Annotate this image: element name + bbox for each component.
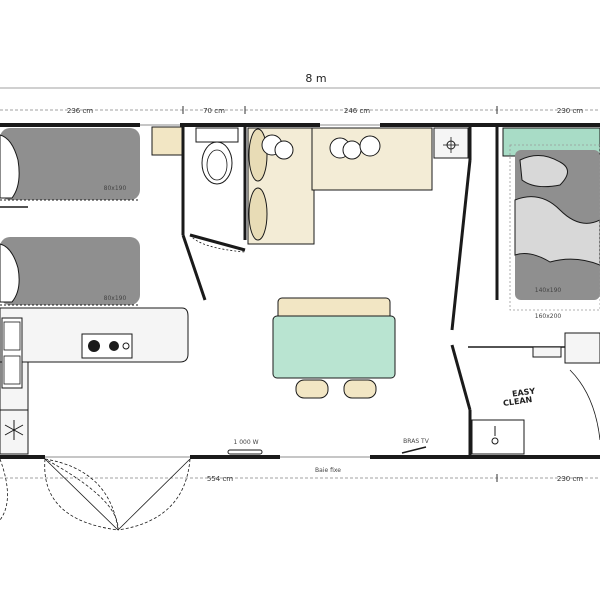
heater-label: 1 000 W (233, 439, 258, 446)
misc-labels: 1 000 W BRAS TV Baie fixe (227, 438, 430, 474)
tv-arm (401, 446, 427, 454)
bedroom-cabinet (564, 332, 600, 364)
bunk-bed-top (0, 128, 140, 200)
bedroom-shelf (532, 346, 562, 358)
master-bed-size: 140x190 (535, 287, 562, 294)
dimension-lines: 8 m 236 cm 70 cm 246 cm 230 cm 554 cm 23… (0, 72, 600, 483)
sink (1, 317, 23, 389)
dining-area (272, 297, 396, 399)
heater (227, 449, 263, 455)
pillow (519, 155, 568, 188)
pillow (274, 140, 294, 160)
dining-table (272, 315, 396, 379)
chair (295, 379, 329, 399)
pillow-top (0, 134, 20, 199)
bunk-bottom-size: 80x190 (104, 295, 127, 302)
bottom-seg-2-label: 230 cm (557, 475, 583, 483)
nightstand (151, 126, 183, 156)
easy-clean-line-2: CLEAN (503, 395, 533, 408)
shower-area: EASY CLEAN (471, 386, 536, 455)
interior-walls (0, 127, 499, 455)
easy-clean-line-1: EASY (512, 386, 536, 398)
snowflake-icon (4, 420, 24, 440)
window-label: Baie fixe (315, 467, 341, 474)
sofa-cushion (248, 128, 268, 182)
tv-arm-label: BRAS TV (403, 438, 430, 445)
bottom-seg-1-label: 554 cm (207, 475, 233, 483)
kitchen (0, 307, 189, 455)
top-seg-1-label: 236 cm (67, 107, 93, 115)
bunk-bed-bottom (0, 237, 140, 305)
pillow-bottom (0, 243, 20, 303)
entry-doors (0, 458, 191, 531)
chair (343, 379, 377, 399)
toilet-tank (195, 127, 239, 143)
pillow (342, 140, 362, 160)
master-bedroom: 140x190 160x200 (468, 127, 600, 441)
drain-icon (491, 437, 499, 445)
burner-icon (109, 341, 119, 351)
top-seg-4-label: 230 cm (557, 107, 583, 115)
outer-walls (0, 123, 600, 459)
bunk-top-size: 80x190 (104, 185, 127, 192)
corner-unit (433, 127, 469, 159)
pillow (359, 135, 381, 157)
top-seg-2-label: 70 cm (203, 107, 225, 115)
total-length-label: 8 m (305, 72, 326, 85)
top-seg-3-label: 246 cm (344, 107, 370, 115)
washbasin (471, 419, 525, 455)
duvet (514, 196, 600, 266)
bunk-room: 80x190 80x190 (0, 126, 183, 306)
master-bed-alt-size: 160x200 (535, 313, 562, 320)
sofa-cushion (248, 187, 268, 241)
bathroom (189, 127, 246, 253)
burner-icon (88, 340, 100, 352)
sofa (247, 127, 433, 245)
